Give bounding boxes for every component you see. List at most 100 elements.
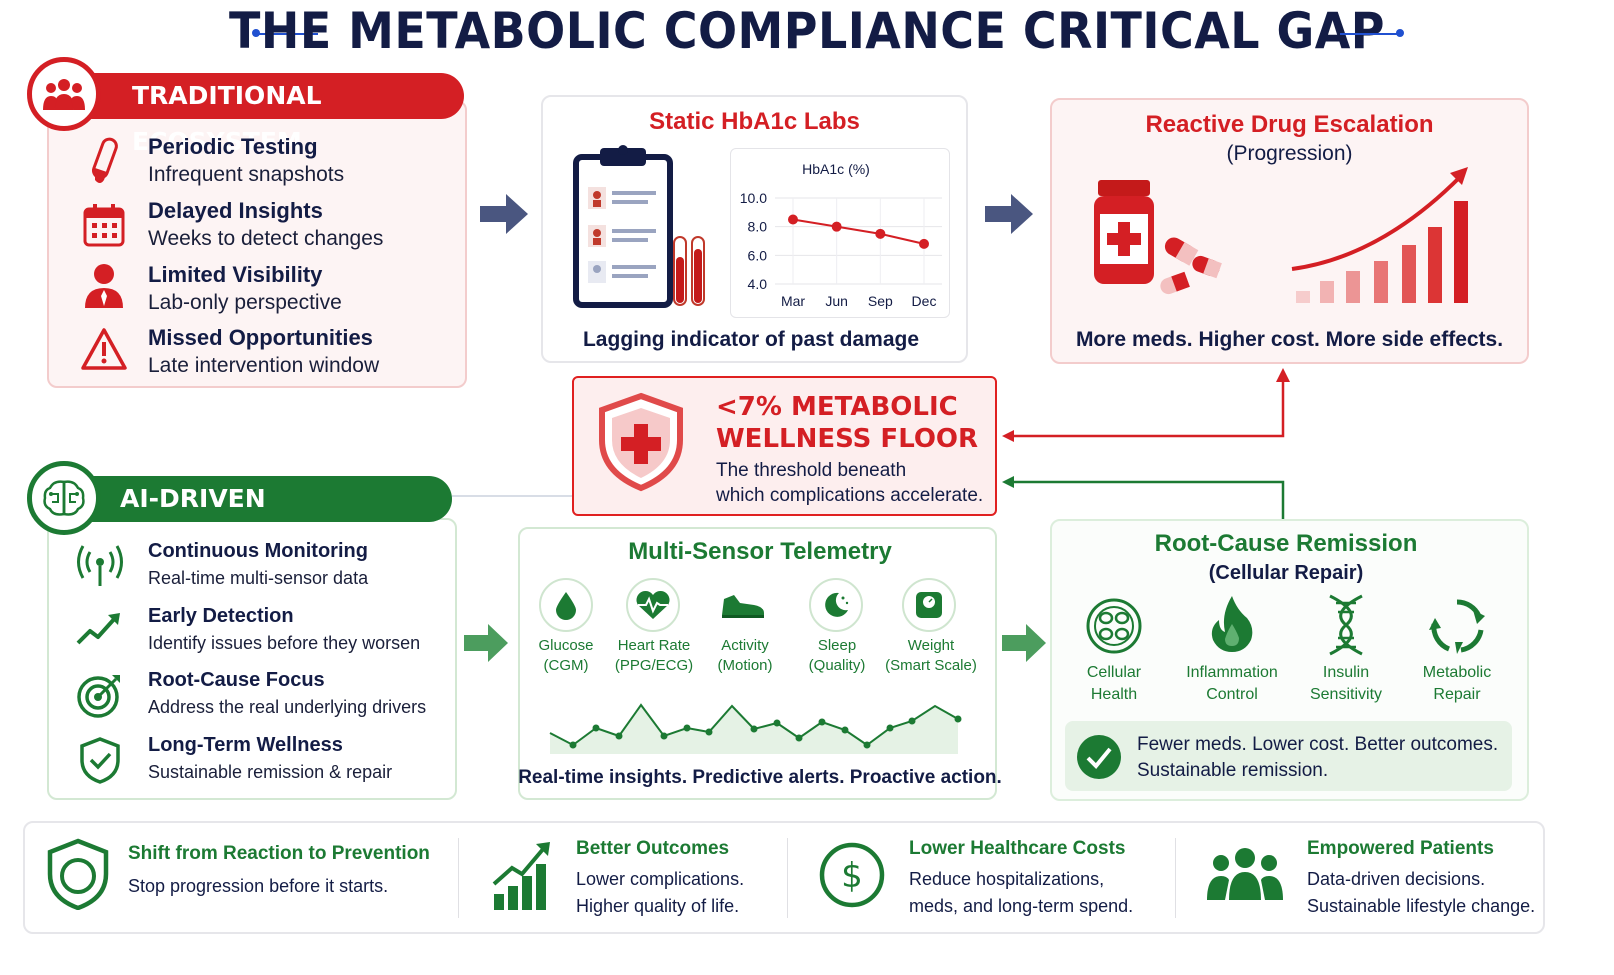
- telemetry-caption: Real-time insights. Predictive alerts. P…: [518, 767, 1002, 788]
- floor-desc-line2: which complications accelerate.: [716, 485, 984, 506]
- escalation-caption: More meds. Higher cost. More side effect…: [1075, 328, 1504, 351]
- sensor-name: Glucose: [538, 637, 594, 654]
- page-title: THE METABOLIC COMPLIANCE CRITICAL GAP: [229, 2, 1385, 60]
- item-title: Root-Cause Focus: [148, 669, 325, 691]
- repair-line1: Inflammation: [1186, 664, 1278, 681]
- shield-plus-icon: [599, 392, 683, 492]
- title-right-line: [1340, 33, 1400, 35]
- floor-desc-line1: The threshold beneath: [716, 460, 907, 481]
- arrow-right-icon: [464, 624, 508, 662]
- item-title: Early Detection: [148, 605, 294, 627]
- traditional-item-periodic: Periodic Testing Infrequent snapshots: [78, 132, 458, 192]
- benefit-line1: Stop progression before it starts.: [128, 876, 389, 896]
- item-title: Limited Visibility: [148, 262, 323, 287]
- ai-item-rootcause: Root-Cause Focus Address the real underl…: [76, 667, 456, 725]
- benefit-title: Empowered Patients: [1307, 838, 1494, 859]
- sensor-detail: (PPG/ECG): [614, 657, 694, 674]
- telemetry-card: [518, 527, 997, 800]
- chart-ytick-label: 6.0: [748, 247, 768, 263]
- arrow-right-icon: [1002, 624, 1046, 662]
- target-icon: [77, 675, 120, 718]
- calendar-icon: [83, 204, 125, 247]
- benefit-line2: Sustainable lifestyle change.: [1307, 896, 1536, 916]
- clipboard-icon: [573, 145, 705, 308]
- sensor-name: Sleep: [817, 637, 857, 654]
- dollar-icon: $: [819, 842, 885, 908]
- labs-caption: Lagging indicator of past damage: [582, 328, 920, 351]
- item-sub: Infrequent snapshots: [148, 163, 345, 186]
- chart-xtick-label: Jun: [825, 293, 848, 309]
- sensor-detail: (Quality): [808, 657, 866, 674]
- warning-icon: [81, 328, 127, 370]
- item-title: Missed Opportunities: [148, 325, 373, 350]
- benefits-bar: [23, 821, 1545, 934]
- sensor-heart-label: Heart Rate (PPG/ECG): [608, 636, 700, 676]
- repair-cellular-label: Cellular Health: [1064, 662, 1164, 706]
- svg-text:$: $: [841, 856, 863, 896]
- benefit-title: Shift from Reaction to Prevention: [128, 843, 430, 864]
- item-sub: Late intervention window: [148, 354, 380, 377]
- title-right-dot: [1396, 29, 1404, 37]
- benefit-line1: Reduce hospitalizations,: [909, 869, 1105, 889]
- item-title: Long-Term Wellness: [148, 734, 343, 756]
- sensor-detail: (CGM): [543, 657, 589, 674]
- traditional-item-delayed: Delayed Insights Weeks to detect changes: [78, 196, 458, 256]
- chart-point: [788, 214, 798, 225]
- sensor-sleep-label: Sleep (Quality): [796, 636, 878, 676]
- repair-inflammation-label: Inflammation Control: [1172, 662, 1292, 706]
- item-sub: Address the real underlying drivers: [148, 697, 427, 717]
- shield-icon: [47, 838, 109, 910]
- trend-up-icon: [76, 613, 120, 645]
- benefit-line1: Lower complications.: [576, 869, 745, 889]
- heart-icon: [626, 578, 680, 632]
- sensor-weight-label: Weight (Smart Scale): [882, 636, 980, 676]
- drop-icon: [539, 578, 593, 632]
- benefit-line1: Data-driven decisions.: [1307, 869, 1486, 889]
- arrow-right-icon: [480, 194, 528, 234]
- item-title: Periodic Testing: [148, 134, 318, 159]
- sensor-detail: (Smart Scale): [885, 657, 977, 674]
- chart-title: HbA1c (%): [802, 161, 870, 177]
- item-sub: Lab-only perspective: [148, 291, 342, 314]
- sensor-activity-label: Activity (Motion): [704, 636, 786, 676]
- cell-icon: [1086, 598, 1142, 654]
- scale-icon: [902, 578, 956, 632]
- title-left-line: [258, 33, 318, 35]
- remission-subtitle: (Cellular Repair): [1208, 562, 1364, 584]
- remission-result-line2: Sustainable remission.: [1137, 760, 1329, 781]
- group-icon: [1207, 848, 1283, 900]
- ai-banner: AI-DRIVEN PREPAREDNESS: [50, 476, 452, 559]
- dna-icon: [1329, 594, 1363, 656]
- sensor-glucose-label: Glucose (CGM): [526, 636, 606, 676]
- item-sub: Identify issues before they worsen: [148, 633, 421, 653]
- hba1c-chart-panel: [730, 148, 950, 318]
- escalation-title: Reactive Drug Escalation: [1145, 111, 1434, 138]
- benefit-line2: Higher quality of life.: [576, 896, 740, 916]
- sensor-detail: (Motion): [717, 657, 773, 674]
- check-circle-icon: [1077, 735, 1121, 779]
- chart-ytick-label: 10.0: [740, 190, 767, 206]
- escalation-bars-icon: [1291, 167, 1468, 303]
- test-tube-icon: [91, 137, 118, 183]
- floor-title-line1: <7% METABOLIC: [716, 392, 958, 422]
- benefit-divider: [787, 838, 788, 918]
- chart-xtick-label: Dec: [912, 293, 937, 309]
- repair-line1: Insulin: [1322, 664, 1370, 681]
- ai-item-monitoring: Continuous Monitoring Real-time multi-se…: [76, 538, 456, 596]
- repair-metabolic-label: Metabolic Repair: [1407, 662, 1507, 706]
- repair-line2: Control: [1206, 686, 1258, 703]
- people-icon: [27, 57, 101, 131]
- signal-icon: [77, 545, 123, 586]
- remission-result-box: [1065, 721, 1512, 791]
- cycle-icon: [1429, 599, 1485, 654]
- remission-title: Root-Cause Remission: [1154, 530, 1418, 557]
- ai-item-detection: Early Detection Identify issues before t…: [76, 603, 456, 661]
- arrow-right-icon: [985, 194, 1033, 234]
- benefit-divider: [1175, 838, 1176, 918]
- growth-chart-icon: [492, 842, 550, 910]
- repair-line2: Health: [1090, 686, 1138, 703]
- chart-point: [919, 238, 929, 249]
- chart-series-line: [792, 218, 925, 245]
- chart-xtick-label: Sep: [868, 293, 893, 309]
- chart-xtick-label: Mar: [781, 293, 805, 309]
